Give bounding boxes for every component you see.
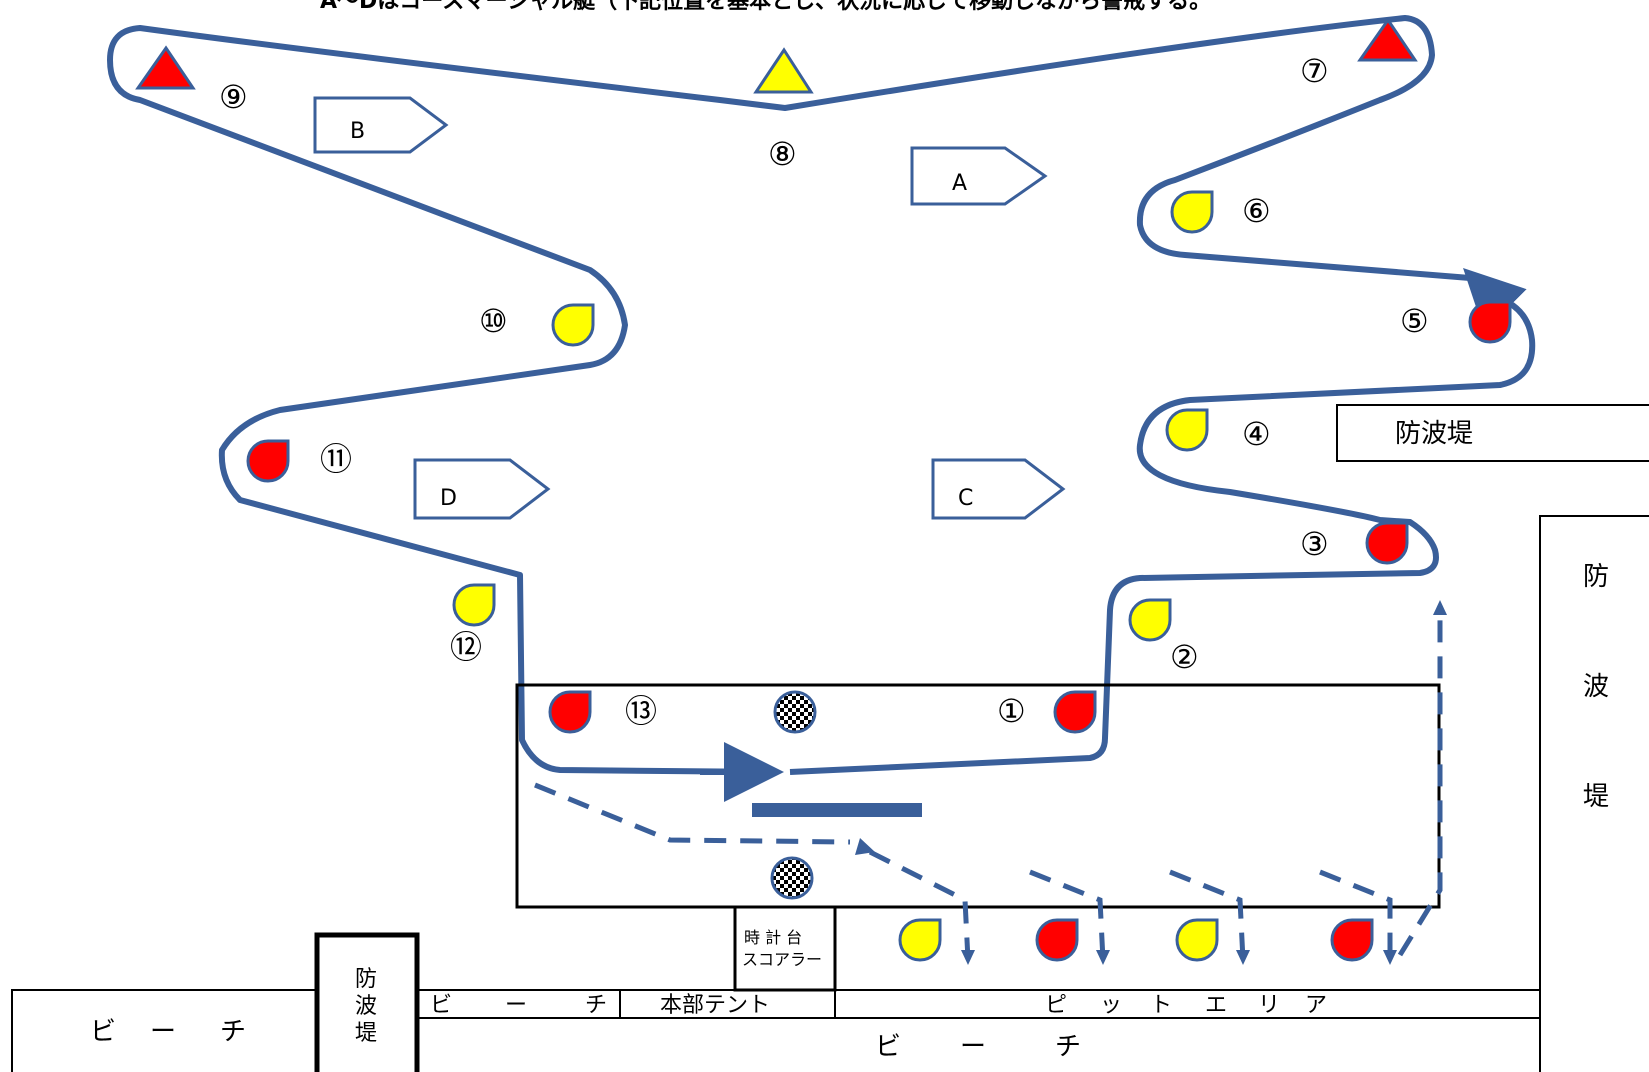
breakwater-right-char-3: 堤 (1583, 782, 1609, 812)
buoy-4-icon (1165, 408, 1209, 452)
breakwater-top-label: 防波堤 (1395, 419, 1473, 449)
start-line (752, 803, 922, 817)
boat-b-label: B (350, 119, 365, 144)
beach-row-char-3: チ (585, 993, 607, 1018)
buoys (246, 190, 1512, 962)
buoy-11-label: ⑪ (320, 440, 352, 478)
beach-bottom-char-2: ー (960, 1032, 986, 1062)
boat-c-icon (931, 458, 1066, 520)
buoy-12-icon (452, 583, 496, 627)
buoy-3-label: ③ (1300, 525, 1329, 563)
start-area (515, 683, 1441, 909)
buoy-13-label: ⑬ (625, 692, 657, 730)
beach-row-char-2: ー (505, 993, 527, 1018)
pit-area-char-6: ア (1305, 993, 1327, 1018)
beach-left-char-1: ビ (90, 1017, 116, 1047)
buoy-9-icon (135, 45, 196, 90)
timekeeper-line-1: 時 計 台 (744, 928, 802, 947)
buoy-6-label: ⑥ (1242, 192, 1271, 230)
boat-a-icon (910, 146, 1048, 206)
buoy-4-label: ④ (1242, 415, 1271, 453)
pit-buoy-red-icon (1035, 918, 1079, 962)
boat-b-icon (313, 96, 449, 154)
breakwater-left-char-1: 防 (355, 967, 377, 992)
pit-arrows (855, 600, 1447, 965)
buoy-2-icon (1128, 598, 1172, 642)
buoy-2-label: ② (1170, 638, 1199, 676)
beach-bottom-char-1: ビ (875, 1032, 901, 1062)
buoy-11-icon (246, 439, 290, 483)
pit-buoy-yellow-icon (1175, 918, 1219, 962)
breakwater-right-char-2: 波 (1583, 672, 1609, 702)
boat-d-label: D (440, 486, 457, 511)
course-line (107, 15, 1536, 775)
buoy-10-icon (551, 303, 595, 347)
buoy-12-label: ⑫ (450, 628, 482, 666)
pit-area-char-3: ト (1150, 993, 1172, 1018)
triangle-buoys (135, 17, 1418, 94)
beach-left-char-3: チ (220, 1017, 246, 1047)
buoy-7-icon (1357, 17, 1418, 62)
beach-bottom-char-3: チ (1055, 1032, 1081, 1062)
buoy-numbers: ① ② ③ ④ ⑤ ⑥ ⑦ ⑧ ⑨ ⑩ ⑪ ⑫ ⑬ (219, 52, 1429, 730)
buoy-8-label: ⑧ (768, 135, 797, 173)
timekeeper-box (733, 905, 837, 992)
buoy-10-label: ⑩ (479, 302, 508, 340)
pit-area-char-1: ピ (1045, 993, 1067, 1018)
page-title: A〜Dはコースマーシャル艇（下記位置を基本とし、状況に応じて移動しながら警戒する… (320, 0, 1211, 14)
breakwater-left-char-2: 波 (355, 994, 377, 1019)
pit-route (534, 615, 1443, 961)
beach-left-char-2: ー (150, 1017, 176, 1047)
breakwater-left-char-3: 堤 (355, 1021, 377, 1046)
breakwater-left-box (314, 932, 420, 1072)
buoy-13-icon (548, 690, 592, 734)
pit-area-char-2: ッ (1100, 993, 1122, 1018)
buoy-6-icon (1170, 190, 1214, 234)
pit-buoy-red-icon (1330, 918, 1374, 962)
buoy-1-label: ① (997, 692, 1026, 730)
breakwater-top-box (1336, 404, 1649, 462)
pit-buoy-yellow-icon (898, 918, 942, 962)
buoy-5-label: ⑤ (1400, 302, 1429, 340)
boat-a-label: A (952, 171, 967, 196)
timekeeper-line-2: スコアラー (742, 950, 822, 969)
hq-tent-label: 本部テント (660, 993, 770, 1018)
beach-row-char-1: ビ (430, 993, 452, 1018)
boat-d-icon (413, 458, 551, 520)
buoy-3-icon (1365, 521, 1409, 565)
buoy-5-icon (1468, 300, 1512, 344)
course-arrow-right (1463, 268, 1527, 332)
marshal-boats (313, 96, 1066, 520)
boat-c-label: C (958, 486, 973, 511)
buoy-8-icon (753, 47, 814, 94)
checkered-flag-icon (773, 690, 817, 734)
pit-area-char-4: エ (1205, 993, 1227, 1018)
buoy-7-label: ⑦ (1300, 52, 1329, 90)
buoy-1-icon (1053, 690, 1097, 734)
checkered-flag-icon (770, 856, 814, 900)
buoy-9-label: ⑨ (219, 78, 248, 116)
pit-area-char-5: リ (1258, 993, 1280, 1018)
breakwater-right-box (1539, 515, 1649, 1072)
breakwater-right-char-1: 防 (1583, 562, 1609, 592)
